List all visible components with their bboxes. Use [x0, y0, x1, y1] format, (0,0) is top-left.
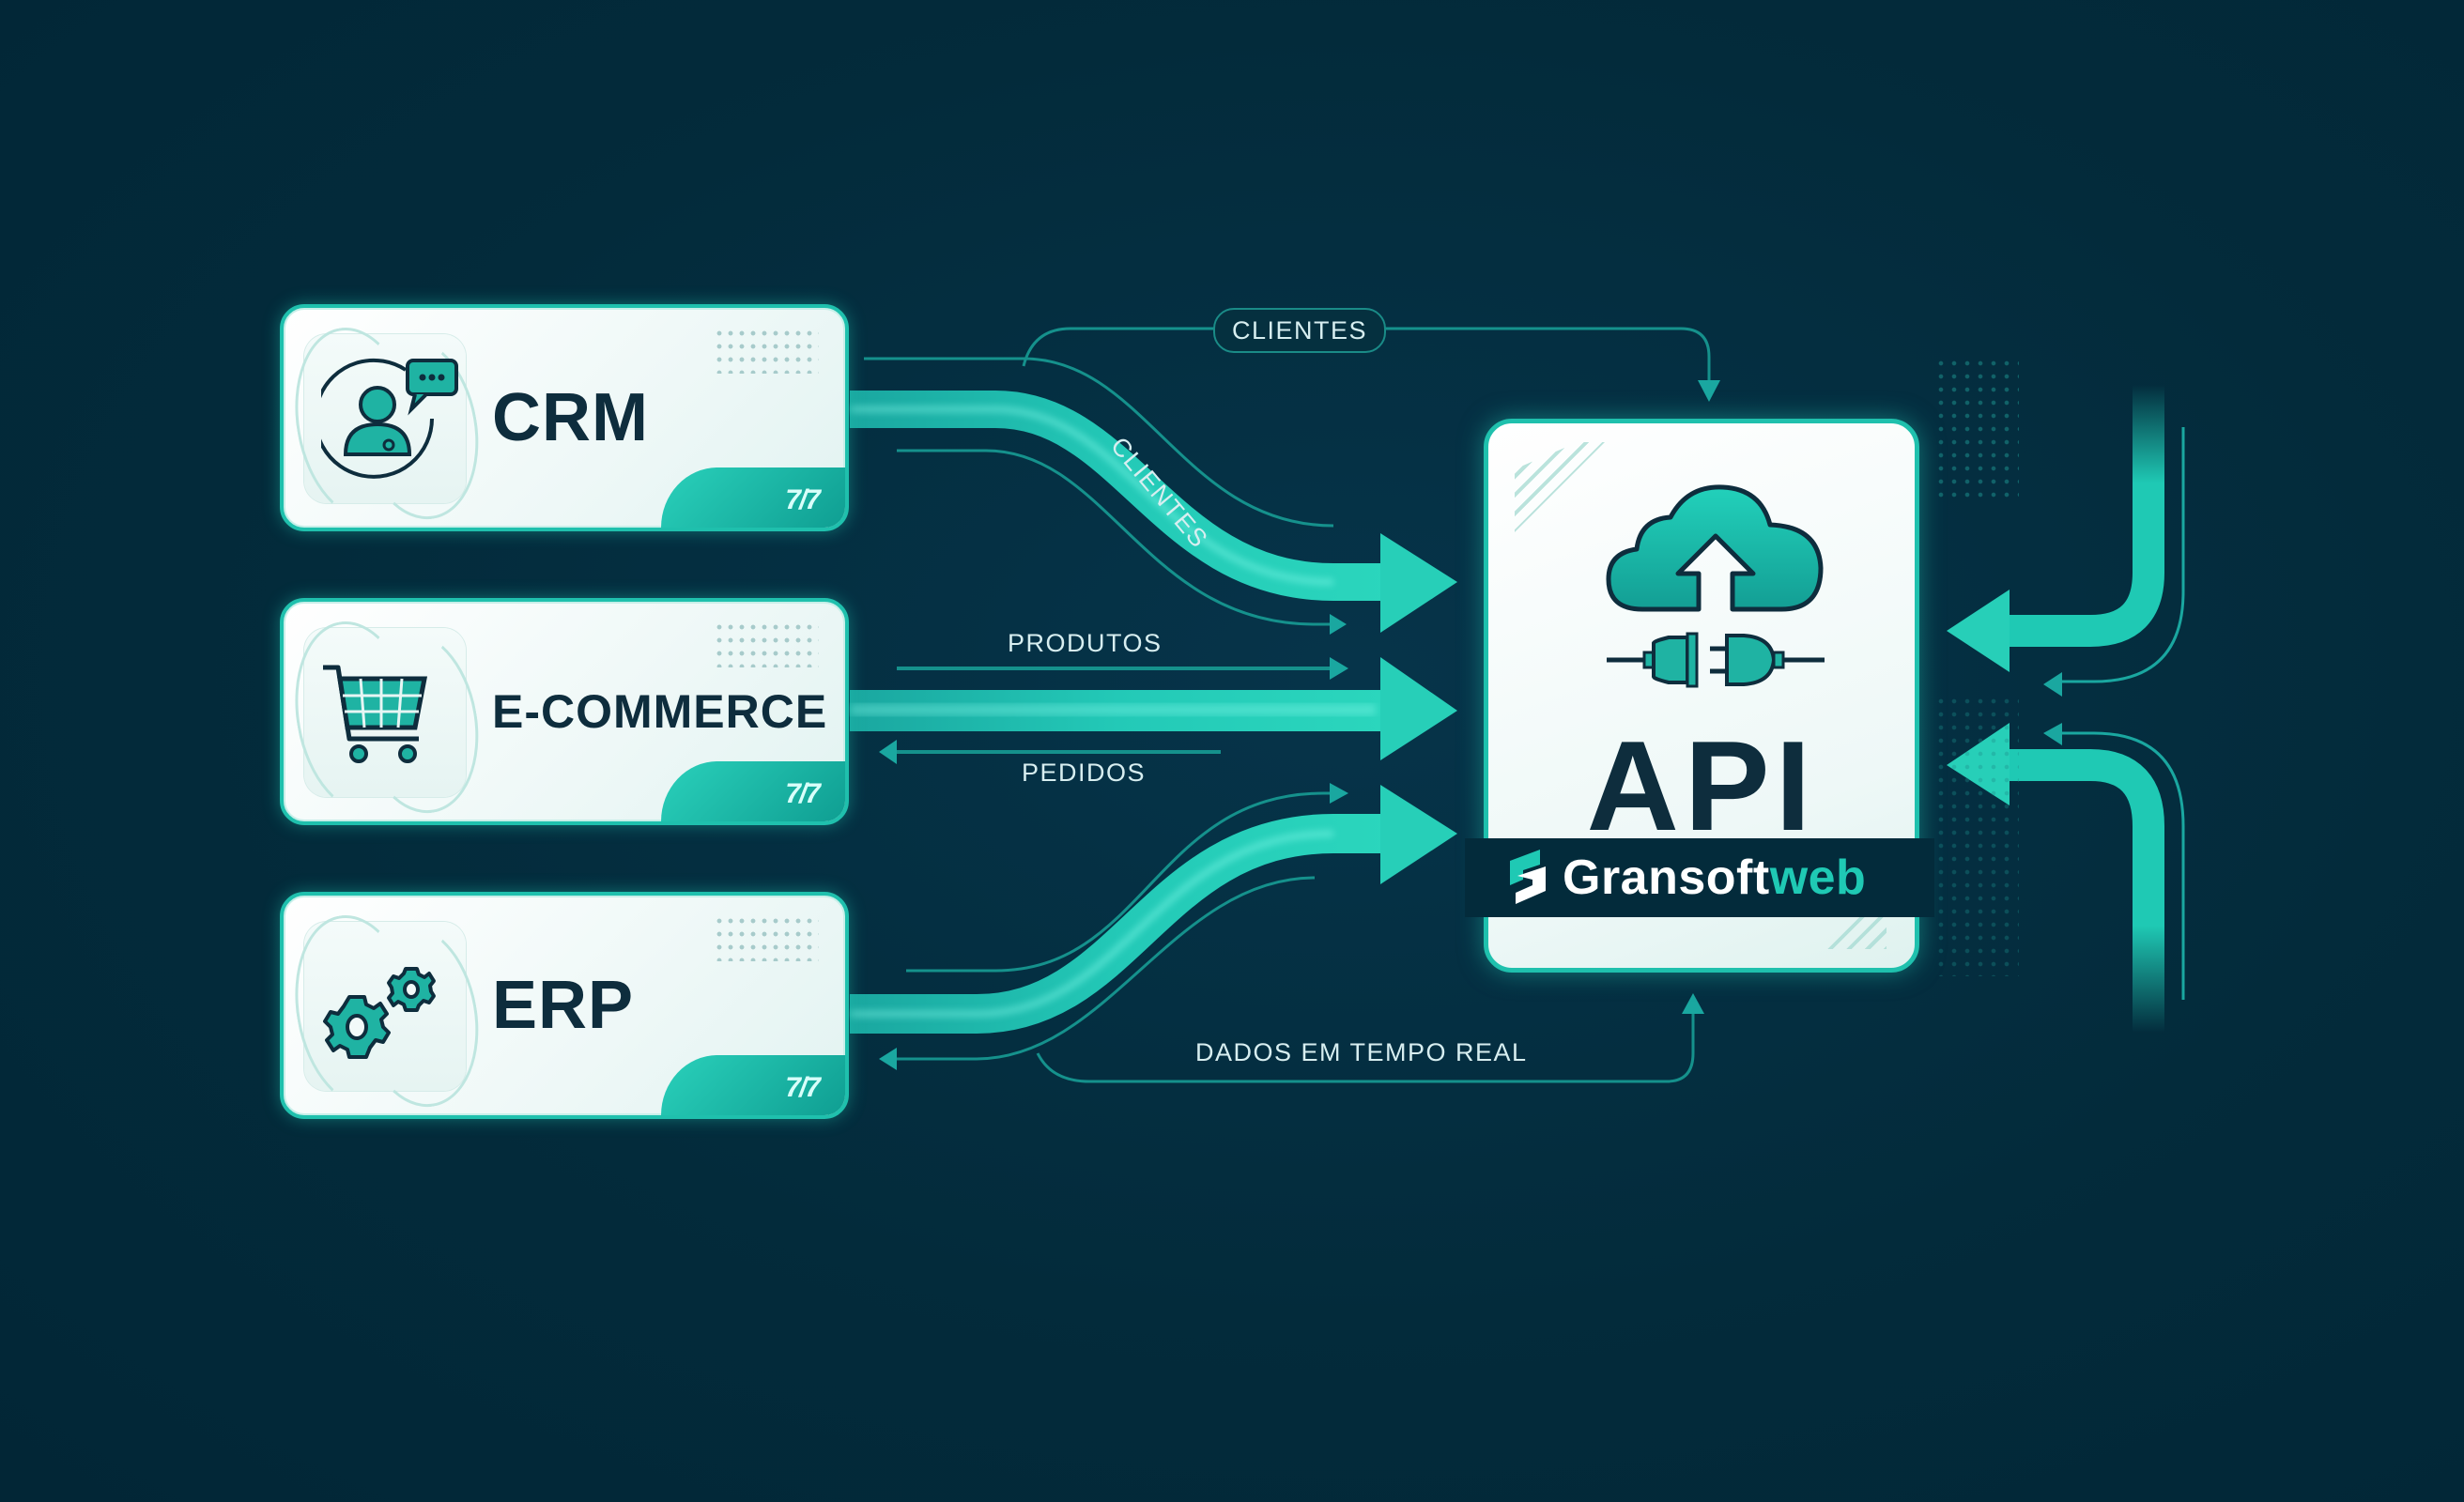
plug-connector-icon — [1607, 632, 1825, 688]
card-corner: 7/7 — [661, 1055, 845, 1115]
crm-user-chat-icon — [321, 358, 458, 479]
erp-flow-outline-top — [906, 791, 1333, 973]
erp-label: ERP — [492, 968, 635, 1043]
crm-flow-arrowhead — [1380, 533, 1457, 633]
clientes-top-label: CLIENTES — [1232, 315, 1368, 345]
ecommerce-label: E-COMMERCE — [492, 685, 828, 738]
clientes-top-pill: CLIENTES — [1213, 308, 1387, 353]
gears-icon — [323, 967, 436, 1059]
pedidos-arrowhead — [879, 740, 897, 764]
erp-flow-outline-bottom — [897, 876, 1316, 1061]
ecommerce-card[interactable]: E-COMMERCE 7/7 — [280, 598, 849, 825]
decorative-dots — [714, 621, 819, 667]
crm-flow-band — [850, 391, 1390, 601]
crm-flow-outline-top — [864, 357, 1334, 528]
brand-name-accent: web — [1769, 851, 1867, 905]
decorative-dots — [714, 914, 819, 961]
dados-tempo-real-label: DADOS EM TEMPO REAL — [1195, 1038, 1528, 1066]
decorative-hatch — [1515, 442, 1605, 532]
erp-card[interactable]: ERP 7/7 — [280, 892, 849, 1119]
brand-name-main: Gransoft — [1563, 851, 1770, 905]
decorative-dot-grid — [1934, 357, 2019, 498]
produtos-arrowhead — [1330, 657, 1348, 680]
decorative-dots — [714, 327, 819, 374]
crm-card[interactable]: CRM 7/7 — [280, 304, 849, 531]
shopping-cart-icon — [323, 665, 428, 763]
api-title: API — [1586, 714, 1817, 857]
gransoftweb-brand-bar: Gransoftweb — [1465, 838, 1934, 917]
crm-label: CRM — [492, 380, 649, 455]
icon-box — [304, 922, 466, 1091]
bottom-loop-arrowhead — [1682, 993, 1704, 1014]
decorative-dot-grid — [1934, 695, 2019, 976]
right-flow-bottom-arrowhead — [1947, 723, 2010, 805]
card-badge: 7/7 — [785, 1072, 821, 1103]
cloud-upload-icon — [1606, 484, 1824, 612]
gransoft-logo-icon — [1510, 850, 1546, 904]
card-badge: 7/7 — [785, 778, 821, 809]
right-flow-bottom-band — [2000, 749, 2164, 1033]
top-loop-arrowhead — [1698, 380, 1720, 402]
pedidos-label: PEDIDOS — [1022, 759, 1147, 787]
brand-name: Gransoftweb — [1563, 850, 1866, 906]
card-corner: 7/7 — [661, 761, 845, 821]
crm-flow-outline-bottom — [897, 449, 1333, 626]
ecommerce-flow-arrowhead — [1380, 657, 1457, 760]
right-flow-bottom-thin — [2061, 731, 2185, 1000]
card-badge: 7/7 — [785, 484, 821, 515]
bottom-loop-connector — [1036, 1009, 1695, 1083]
right-flow-top-thin — [2061, 427, 2185, 683]
right-flow-top-band — [2000, 385, 2164, 647]
card-corner: 7/7 — [661, 467, 845, 528]
erp-flow-arrowhead — [1380, 785, 1457, 884]
produtos-label: PRODUTOS — [1008, 629, 1163, 657]
right-flow-top-arrowhead — [1947, 590, 2010, 672]
